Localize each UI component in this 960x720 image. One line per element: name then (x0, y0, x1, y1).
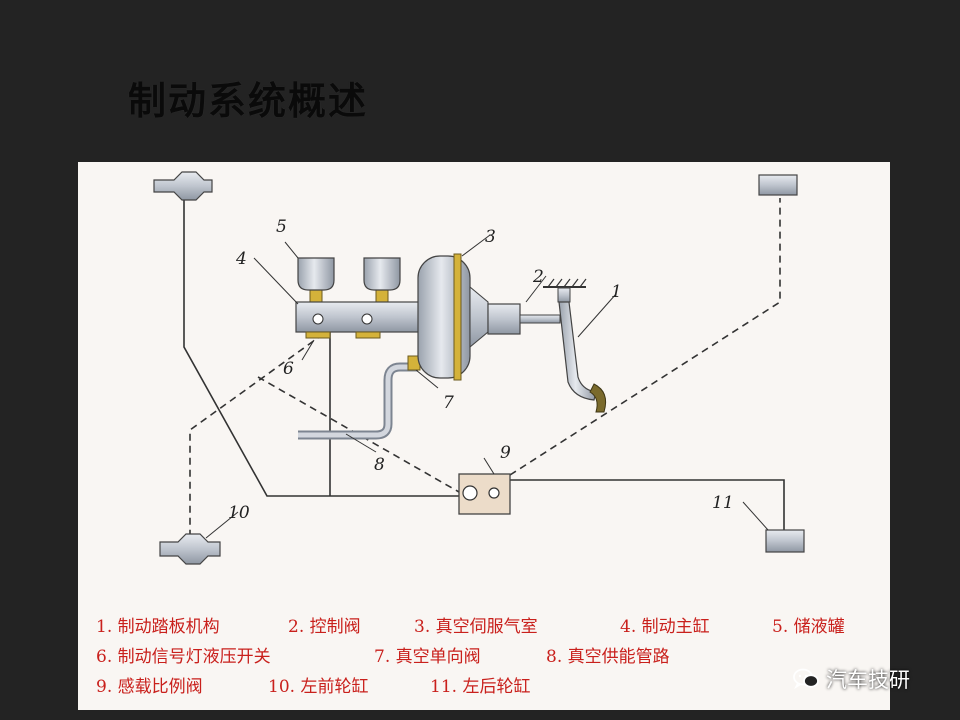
callout-1: 1 (611, 282, 622, 302)
legend-item-brake-light-switch: 6. 制动信号灯液压开关 (96, 647, 271, 667)
load-sensing-valve (458, 473, 511, 515)
callout-3: 3 (485, 227, 496, 247)
callout-6: 6 (283, 359, 294, 379)
diagram-panel: 1 2 3 4 5 6 7 8 9 10 11 1. 制动踏板机构 2. 控制阀… (78, 162, 890, 710)
legend-item-load-sensing-valve: 9. 感载比例阀 (96, 677, 203, 697)
vacuum-booster (417, 253, 489, 381)
watermark-text: 汽车技研 (826, 668, 910, 692)
legend-item-left-rear-cylinder: 11. 左后轮缸 (430, 677, 531, 697)
legend-item-vacuum-check-valve: 7. 真空单向阀 (374, 647, 481, 667)
callout-11: 11 (712, 493, 734, 513)
vacuum-supply-pipe (298, 355, 421, 440)
reservoirs (297, 257, 401, 304)
hydraulic-lines (183, 198, 785, 532)
brake-system-diagram: 1 2 3 4 5 6 7 8 9 10 11 (153, 171, 805, 565)
front-wheel-cylinder-top (153, 171, 213, 201)
dashed-lines (189, 198, 781, 538)
callout-8: 8 (374, 455, 385, 475)
page-title: 制动系统概述 (128, 79, 369, 123)
callout-5: 5 (276, 217, 287, 237)
watermark: 汽车技研 (792, 664, 910, 694)
leader-lines (205, 234, 769, 539)
control-valve (487, 303, 561, 335)
wechat-icon (793, 668, 819, 690)
legend-item-control-valve: 2. 控制阀 (288, 617, 361, 637)
brake-pedal (543, 278, 607, 413)
callout-labels: 1 2 3 4 5 6 7 8 9 10 11 (228, 217, 734, 523)
callout-10: 10 (228, 503, 250, 523)
rear-wheel-cylinder-top (758, 174, 798, 196)
master-cylinder (295, 301, 423, 339)
left-front-wheel-cylinder (159, 533, 221, 565)
left-rear-wheel-cylinder (765, 529, 805, 553)
legend-item-vacuum-booster: 3. 真空伺服气室 (414, 617, 538, 637)
legend-item-reservoir: 5. 储液罐 (772, 617, 845, 637)
callout-2: 2 (532, 267, 544, 287)
callout-7: 7 (443, 393, 454, 413)
legend-item-master-cylinder: 4. 制动主缸 (620, 617, 710, 637)
callout-9: 9 (500, 443, 511, 463)
legend-item-vacuum-supply-pipe: 8. 真空供能管路 (546, 647, 670, 667)
legend-item-brake-pedal: 1. 制动踏板机构 (96, 617, 220, 637)
callout-4: 4 (235, 249, 247, 269)
legend-item-left-front-cylinder: 10. 左前轮缸 (268, 677, 369, 697)
